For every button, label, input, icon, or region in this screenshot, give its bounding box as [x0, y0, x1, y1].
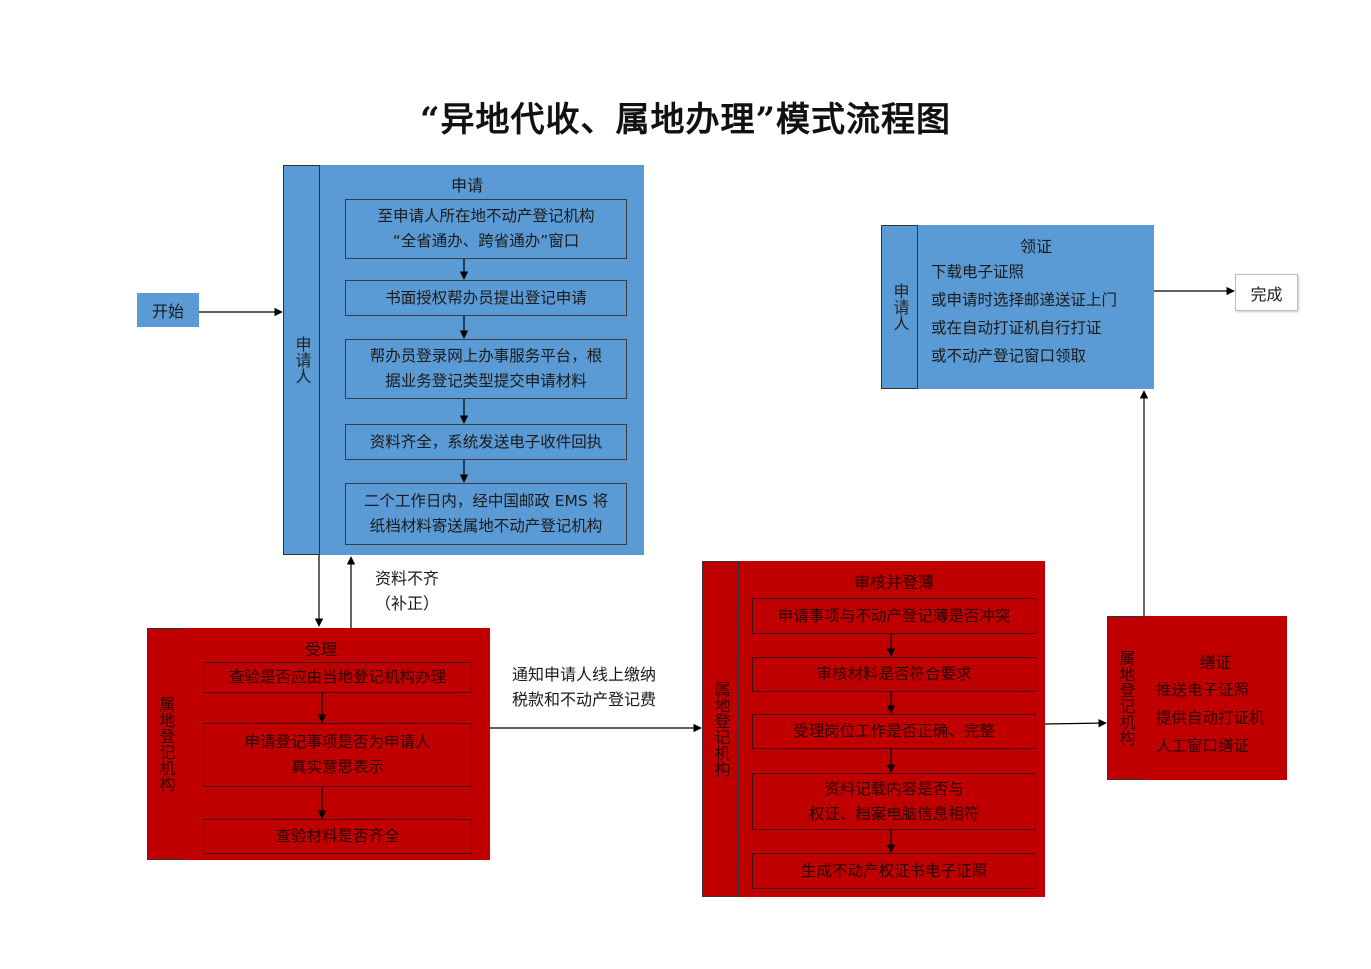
- apply-step-1: 至申请人所在地不动产登记机构 “全省通办、跨省通办”窗口: [345, 199, 627, 259]
- collect-line: 或不动产登记窗口领取: [931, 347, 1087, 365]
- collect-lane-label: 申请人: [881, 225, 918, 389]
- collect-lines: 下载电子证照 或申请时选择邮递送证上门 或在自动打证机自行打证 或不动产登记窗口…: [931, 258, 1153, 370]
- page-title: “异地代收、属地办理”模式流程图: [419, 100, 952, 140]
- collect-header: 领证: [1019, 237, 1052, 256]
- start-node: 开始: [137, 293, 199, 327]
- issue-header: 缮证: [1199, 653, 1232, 672]
- accept-step-3: 查验材料是否齐全: [203, 819, 472, 854]
- issue-line: 推送电子证照: [1156, 681, 1250, 699]
- accept-header: 受理: [304, 640, 337, 659]
- issue-line: 人工窗口缮证: [1156, 737, 1250, 755]
- review-step-1: 申请事项与不动产登记薄是否冲突: [752, 598, 1036, 634]
- collect-line: 下载电子证照: [931, 263, 1025, 281]
- accept-lane-label: 属地登记机构: [147, 628, 184, 860]
- apply-step-2: 书面授权帮办员提出登记申请: [345, 280, 627, 316]
- arrow-review-to-issue: [1044, 718, 1107, 728]
- review-header: 审核并登薄: [853, 573, 934, 592]
- start-label: 开始: [151, 302, 184, 321]
- fee-note: 通知申请人线上缴纳 税款和不动产登记费: [512, 665, 657, 709]
- issue-lines: 推送电子证照 提供自动打证机 人工窗口缮证: [1156, 676, 1284, 760]
- apply-step-5: 二个工作日内，经中国邮政 EMS 将 纸档材料寄送属地不动产登记机构: [345, 483, 627, 545]
- apply-lane-label: 申请人: [283, 165, 320, 555]
- issue-line: 提供自动打证机: [1156, 709, 1265, 727]
- review-step-3: 受理岗位工作是否正确、完整: [752, 714, 1036, 749]
- review-step-5: 生成不动产权证书电子证照: [752, 853, 1036, 889]
- review-step-4: 资料记载内容是否与 权证、档案电脑信息相符: [752, 773, 1036, 830]
- review-step-2: 审核材料是否符合要求: [752, 657, 1036, 692]
- collect-panel: [881, 225, 1154, 389]
- apply-step-4: 资料齐全，系统发送电子收件回执: [345, 424, 627, 460]
- finish-node: 完成: [1235, 274, 1298, 311]
- issue-lane-label: 属地登记机构: [1107, 616, 1144, 780]
- accept-step-2: 申请登记事项是否为申请人 真实意思表示: [203, 723, 472, 787]
- incomplete-note: 资料不齐 （补正）: [374, 569, 439, 613]
- collect-line: 或在自动打证机自行打证: [931, 319, 1102, 337]
- finish-label: 完成: [1250, 284, 1283, 304]
- collect-line: 或申请时选择邮递送证上门: [931, 291, 1118, 309]
- apply-step-3: 帮办员登录网上办事服务平台，根 据业务登记类型提交申请材料: [345, 339, 627, 399]
- accept-step-1: 查验是否应由当地登记机构办理: [203, 662, 472, 693]
- review-lane-label: 属地登记机构: [702, 561, 739, 897]
- apply-header: 申请: [450, 176, 483, 195]
